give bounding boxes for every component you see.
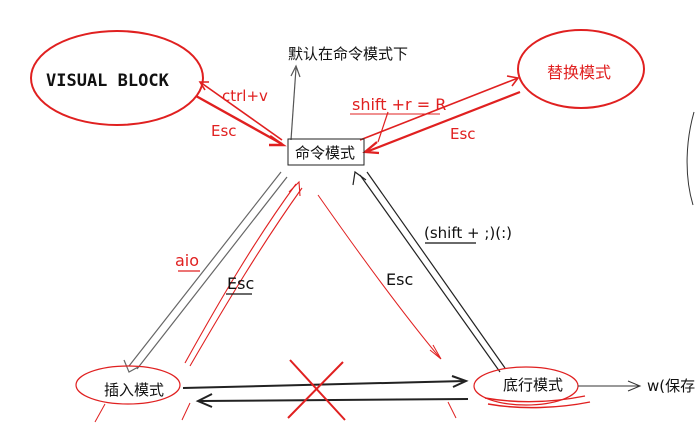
- edge-label-aio: aio: [175, 251, 199, 270]
- insert-line-arrows: [182, 375, 469, 408]
- visual-block-ellipse: [30, 30, 204, 126]
- save-note: w(保存: [647, 377, 695, 395]
- shift-r-arrow: [377, 111, 389, 143]
- default-mode-note: 默认在命令模式下: [288, 45, 408, 63]
- note-arrow: [290, 64, 301, 141]
- replace-mode-label: 替换模式: [547, 63, 611, 82]
- replace-edge-arrows: [359, 75, 521, 155]
- right-bracket: [686, 111, 695, 206]
- edge-label-esc-insert: Esc: [227, 274, 254, 293]
- edge-label-shift-colon: (shift + ;)(:): [424, 224, 512, 242]
- edge-label-esc-replace: Esc: [450, 125, 476, 143]
- line-mode-label: 底行模式: [503, 376, 563, 394]
- line-mode-scribble: [484, 395, 591, 409]
- cross-out-icon: [287, 359, 346, 421]
- insert-to-command-arrow: [184, 180, 303, 367]
- command-to-insert-arrow: [123, 171, 288, 373]
- visual-block-label: VISUAL BLOCK: [46, 71, 170, 91]
- line-to-command-arrow: [317, 194, 442, 360]
- edge-label-ctrl-v: ctrl+v: [222, 87, 268, 105]
- scribble-marks: [94, 401, 457, 423]
- insert-mode-label: 插入模式: [104, 381, 164, 399]
- command-to-line-arrow: [352, 170, 506, 373]
- command-mode-box: [287, 138, 365, 166]
- replace-mode-ellipse: [517, 29, 645, 109]
- save-arrow: [578, 380, 642, 392]
- insert-mode-ellipse: [75, 365, 181, 405]
- command-mode-label: 命令模式: [295, 144, 355, 162]
- edge-label-esc-line: Esc: [386, 270, 413, 289]
- edge-label-esc-visual: Esc: [211, 122, 237, 140]
- visual-edge-arrows: [195, 81, 287, 147]
- edge-label-shift-r: shift +r = R: [352, 95, 446, 114]
